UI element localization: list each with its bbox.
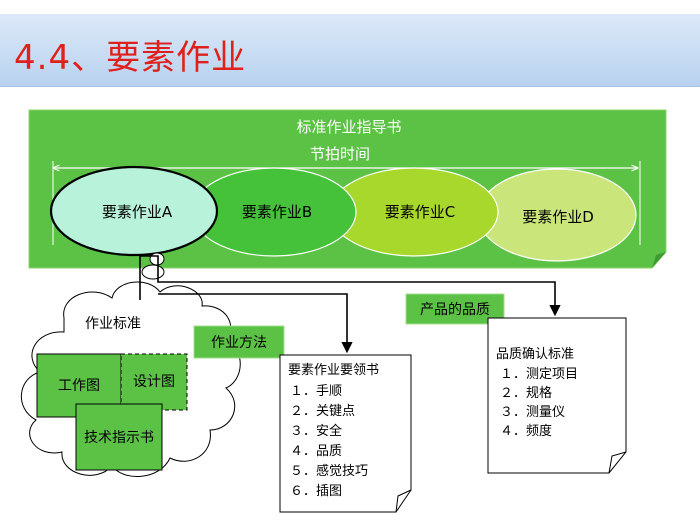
tech-instruction-box <box>75 403 163 471</box>
essentials-doc-title: 要素作业要领书 <box>288 363 379 378</box>
essentials-document <box>279 354 412 513</box>
quality-label: 产品的品质 <box>420 302 490 318</box>
element-ellipse-a <box>49 165 219 257</box>
essentials-item: ３．安全 <box>290 423 342 439</box>
quality-doc-title: 品质确认标准 <box>496 347 574 362</box>
design-drawing-label: 设计图 <box>133 374 175 390</box>
slide-title: 4.4、要素作业 <box>14 38 247 78</box>
essentials-item: ４．品质 <box>290 444 342 459</box>
essentials-item: ２．关键点 <box>290 404 355 419</box>
work-drawing-label: 工作图 <box>58 378 100 394</box>
quality-document <box>487 317 627 474</box>
cloud-title: 作业标准 <box>85 316 141 332</box>
quality-item: １．测定项目 <box>500 367 578 382</box>
cycle-time-label: 节拍时间 <box>310 145 370 163</box>
essentials-item: ５．感觉技巧 <box>290 463 368 479</box>
quality-item: ４．频度 <box>500 423 552 439</box>
essentials-item: １．手顺 <box>290 384 342 399</box>
design-drawing-box <box>120 353 188 411</box>
quality-item: ３．测量仪 <box>500 405 565 420</box>
connector-lines <box>139 255 561 354</box>
tech-instruction-label: 技术指示书 <box>84 430 154 446</box>
title-bar <box>0 14 700 87</box>
quality-item: ２．规格 <box>500 385 552 401</box>
essentials-item: ６．插图 <box>290 484 342 499</box>
element-label-a: 要素作业A <box>102 203 173 221</box>
element-label-c: 要素作业C <box>385 203 455 221</box>
method-label-box <box>193 325 285 359</box>
element-label-d: 要素作业D <box>522 208 594 226</box>
method-label: 作业方法 <box>211 335 267 351</box>
element-label-b: 要素作业B <box>242 203 312 221</box>
banner-heading: 标准作业指导书 <box>296 118 401 136</box>
